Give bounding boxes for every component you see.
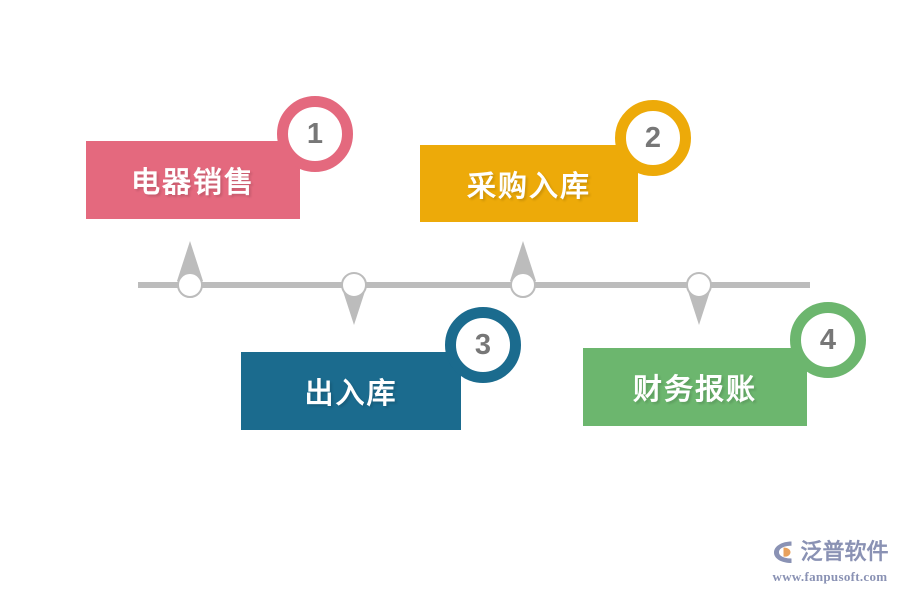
step-block-1[interactable]: 电器销售 [86, 141, 300, 219]
step-number-4: 4 [819, 323, 837, 356]
watermark-brand-text: 泛普软件 [800, 539, 889, 564]
fanpu-logo-icon [774, 541, 792, 563]
timeline-node-2 [341, 272, 367, 298]
timeline-node-4 [686, 272, 712, 298]
step-block-2[interactable]: 采购入库 [420, 145, 638, 222]
step-badge-4[interactable]: 4 [790, 302, 866, 378]
step-block-3[interactable]: 出入库 [241, 352, 461, 430]
step-number-1: 1 [306, 117, 324, 150]
step-badge-1[interactable]: 1 [277, 96, 353, 172]
step-badge-3[interactable]: 3 [445, 307, 521, 383]
watermark-url: www.fanpusoft.com [772, 569, 888, 584]
watermark: 泛普软件 www.fanpusoft.com [768, 536, 892, 588]
step-number-3: 3 [474, 328, 492, 361]
step-label-4: 财务报账 [632, 374, 757, 406]
timeline-axis-line [138, 282, 810, 288]
step-label-3: 出入库 [304, 378, 398, 410]
step-badge-2[interactable]: 2 [615, 100, 691, 176]
step-label-2: 采购入库 [466, 170, 591, 203]
step-block-4[interactable]: 财务报账 [583, 348, 807, 426]
step-number-2: 2 [644, 121, 662, 154]
timeline-node-1 [177, 272, 203, 298]
watermark-brand-row: 泛普软件 [771, 536, 889, 568]
step-label-1: 电器销售 [130, 167, 255, 199]
timeline-node-3 [510, 272, 536, 298]
